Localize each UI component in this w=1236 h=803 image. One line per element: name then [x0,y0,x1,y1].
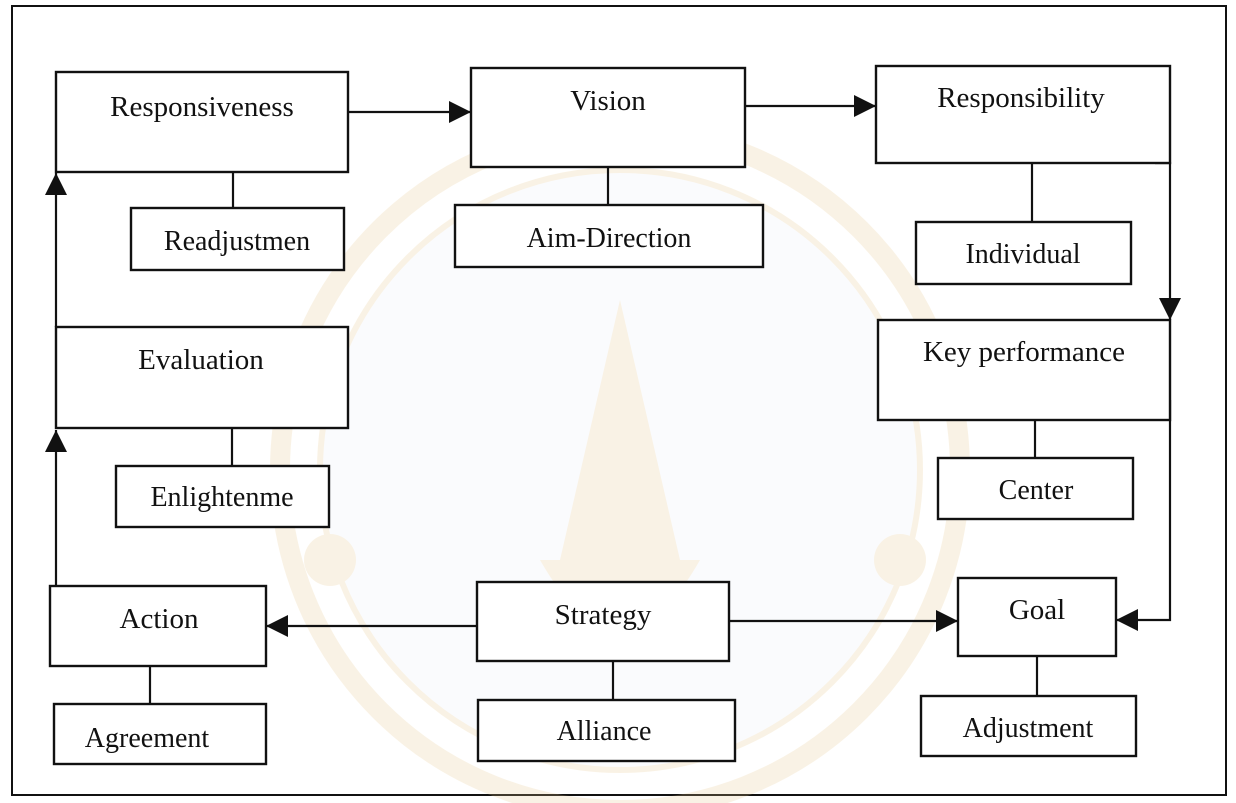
node-action: Action [48,584,268,668]
node-individual-label: Individual [965,239,1080,270]
node-strategy: Strategy [475,580,731,663]
node-enlightenme: Enlightenme [114,464,331,529]
node-center: Center [936,456,1135,521]
node-evaluation-label: Evaluation [138,344,264,376]
node-responsiveness: Responsiveness [54,70,350,174]
node-alliance-label: Alliance [557,716,652,747]
node-center-label: Center [999,475,1074,506]
node-adjustment-label: Adjustment [963,713,1094,744]
node-goal-label: Goal [1009,594,1065,626]
node-readjustmen-label: Readjustmen [164,226,310,257]
node-aim-direction: Aim-Direction [453,203,765,269]
node-goal: Goal [956,576,1118,658]
node-vision-label: Vision [570,85,646,117]
node-responsibility-label: Responsibility [937,82,1105,114]
node-adjustment: Adjustment [919,694,1138,758]
node-vision: Vision [469,66,747,169]
arrow-responsibility-to-goal [1116,400,1172,631]
node-responsiveness-label: Responsiveness [110,91,294,123]
node-key-performance: Key performance [876,318,1172,422]
node-agreement: Agreement [52,702,268,766]
node-evaluation: Evaluation [54,325,350,430]
node-strategy-label: Strategy [555,599,652,631]
node-action-label: Action [120,603,199,635]
node-individual: Individual [914,220,1133,286]
node-enlightenme-label: Enlightenme [150,482,293,513]
node-aim-direction-label: Aim-Direction [527,223,692,254]
node-agreement-label: Agreement [85,723,210,754]
node-key-performance-label: Key performance [923,336,1125,368]
node-responsibility: Responsibility [874,64,1172,165]
node-alliance: Alliance [476,698,737,763]
node-readjustmen: Readjustmen [129,206,346,272]
